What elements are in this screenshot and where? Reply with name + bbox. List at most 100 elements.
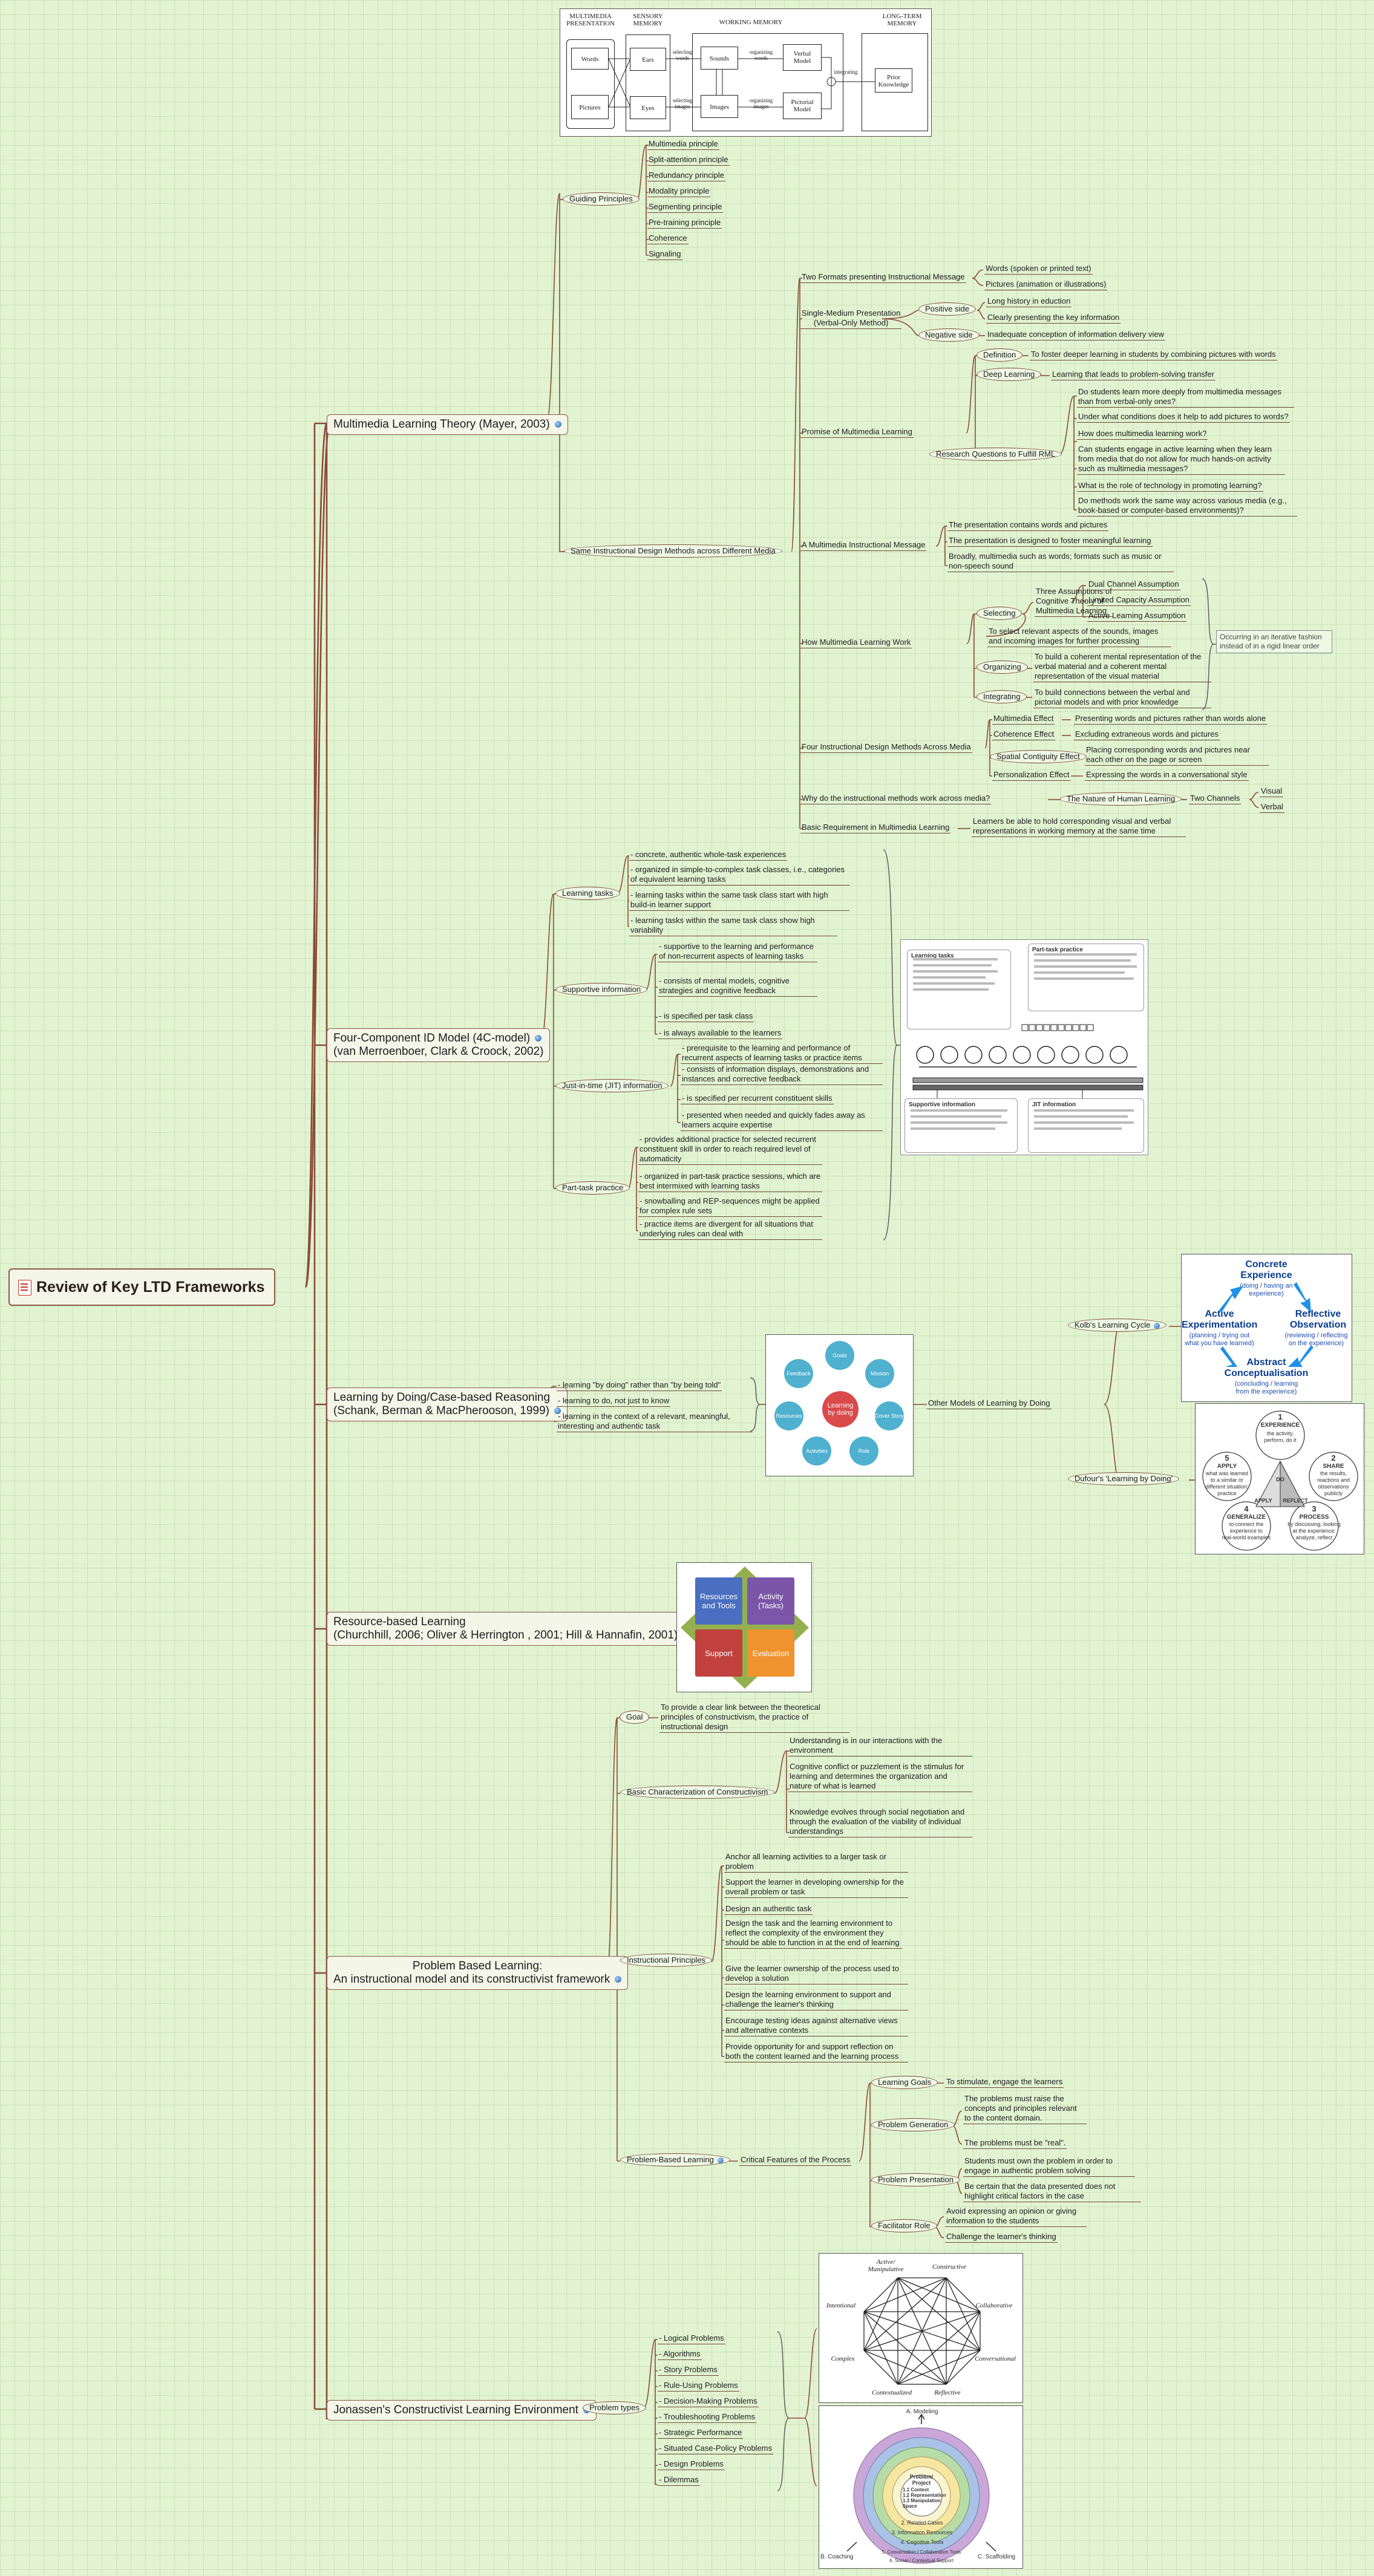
problem-generation-node[interactable]: Problem Generation xyxy=(871,2118,955,2131)
basic-characterization-node[interactable]: Basic Characterization of Constructivism xyxy=(620,1785,775,1799)
four-methods-node[interactable]: Four Instructional Design Methods Across… xyxy=(800,742,972,753)
assumption-item[interactable]: Dual Channel Assumption xyxy=(1087,579,1180,590)
guiding-item[interactable]: Pre-training principle xyxy=(647,218,722,229)
collapse-toggle-icon[interactable] xyxy=(554,421,561,428)
nature-node[interactable]: The Nature of Human Learning xyxy=(1060,792,1182,806)
guiding-item[interactable]: Coherence xyxy=(647,233,689,244)
problem-type-item[interactable]: - Rule-Using Problems xyxy=(658,2381,739,2392)
method-text[interactable]: Placing corresponding words and pictures… xyxy=(1085,745,1269,766)
learning-goals-node[interactable]: Learning Goals xyxy=(871,2076,938,2089)
method-text[interactable]: Excluding extraneous words and pictures xyxy=(1074,729,1220,740)
problem-types-node[interactable]: Problem types xyxy=(583,2401,647,2415)
three-assumptions-node[interactable]: Three Assumptions of Cognitive Theory of… xyxy=(1035,587,1113,617)
part-task-item[interactable]: - provides additional practice for selec… xyxy=(638,1135,822,1165)
principle-item[interactable]: Design the task and the learning environ… xyxy=(724,1919,902,1949)
central-topic[interactable]: Review of Key LTD Frameworks xyxy=(8,1268,276,1306)
problem-type-item[interactable]: - Algorithms xyxy=(658,2349,702,2360)
facilitator-item[interactable]: Avoid expressing an opinion or giving in… xyxy=(945,2206,1087,2227)
problem-type-item[interactable]: - Decision-Making Problems xyxy=(658,2396,759,2407)
basic-requirement-node[interactable]: Basic Requirement in Multimedia Learning xyxy=(800,823,951,833)
problem-generation-item[interactable]: The problems must raise the concepts and… xyxy=(963,2094,1087,2124)
principle-item[interactable]: Give the learner ownership of the proces… xyxy=(724,1964,908,1984)
problem-type-item[interactable]: - Design Problems xyxy=(658,2459,725,2470)
supportive-info-node[interactable]: Supportive information xyxy=(555,983,648,996)
part-task-item[interactable]: - organized in part-task practice sessio… xyxy=(638,1172,822,1192)
organizing-text[interactable]: To build a coherent mental representatio… xyxy=(1033,652,1211,682)
definition-text[interactable]: To foster deeper learning in students by… xyxy=(1030,350,1277,360)
goal-text[interactable]: To provide a clear link between the theo… xyxy=(659,1703,849,1733)
branch-multimedia[interactable]: Multimedia Learning Theory (Mayer, 2003) xyxy=(327,414,568,435)
format-item[interactable]: Pictures (animation or illustrations) xyxy=(984,279,1108,290)
research-questions-node[interactable]: Research Questions to Fulfill RML xyxy=(929,448,1062,461)
jit-item[interactable]: - prerequisite to the learning and perfo… xyxy=(681,1043,883,1064)
assumption-item[interactable]: Active Learning Assumption xyxy=(1087,611,1187,622)
branch-learning-by-doing[interactable]: Learning by Doing/Case-based Reasoning(S… xyxy=(327,1387,568,1421)
method-name[interactable]: Multimedia Effect xyxy=(992,714,1055,725)
single-medium-node[interactable]: Single-Medium Presentation (Verbal-Only … xyxy=(800,308,902,329)
principle-item[interactable]: Design the learning environment to suppo… xyxy=(724,1990,908,2010)
jit-item[interactable]: - presented when needed and quickly fade… xyxy=(681,1110,883,1131)
problem-type-item[interactable]: - Story Problems xyxy=(658,2365,719,2376)
lbd-item[interactable]: - learning to do, not just to know xyxy=(557,1396,671,1407)
guiding-item[interactable]: Split-attention principle xyxy=(647,155,730,166)
guiding-item[interactable]: Segmenting principle xyxy=(647,202,724,213)
instructional-principles-node[interactable]: Instructional Principles xyxy=(620,1954,713,1967)
promise-node[interactable]: Promise of Multimedia Learning xyxy=(800,427,914,438)
positive-item[interactable]: Clearly presenting the key information xyxy=(986,313,1121,324)
guiding-principles-node[interactable]: Guiding Principles xyxy=(563,192,640,206)
supportive-item[interactable]: - consists of mental models, cognitive s… xyxy=(658,976,817,997)
method-text[interactable]: Presenting words and pictures rather tha… xyxy=(1074,714,1268,725)
lbd-item[interactable]: - learning in the context of a relevant,… xyxy=(557,1412,753,1432)
learning-task-item[interactable]: - organized in simple-to-complex task cl… xyxy=(629,865,849,885)
collapse-toggle-icon[interactable] xyxy=(615,1976,622,1983)
deep-learning-node[interactable]: Deep Learning xyxy=(977,368,1042,381)
integrating-node[interactable]: Integrating xyxy=(977,690,1027,703)
problem-type-item[interactable]: - Logical Problems xyxy=(658,2333,725,2344)
integrating-text[interactable]: To build connections between the verbal … xyxy=(1033,688,1211,708)
part-task-node[interactable]: Part-task practice xyxy=(555,1181,630,1195)
learning-task-item[interactable]: - learning tasks within the same task cl… xyxy=(629,890,849,911)
constructivism-item[interactable]: Knowledge evolves through social negotia… xyxy=(788,1807,972,1837)
research-question[interactable]: Under what conditions does it help to ad… xyxy=(1077,412,1290,423)
principle-item[interactable]: Design an authentic task xyxy=(724,1904,813,1915)
collapse-toggle-icon[interactable] xyxy=(554,1407,561,1415)
principle-item[interactable]: Anchor all learning activities to a larg… xyxy=(724,1852,908,1873)
why-node[interactable]: Why do the instructional methods work ac… xyxy=(800,794,992,804)
method-name[interactable]: Coherence Effect xyxy=(992,729,1056,740)
negative-item[interactable]: Inadequate conception of information del… xyxy=(986,330,1165,341)
research-question[interactable]: How does multimedia learning work? xyxy=(1077,429,1208,440)
research-question[interactable]: Do methods work the same way across vari… xyxy=(1077,496,1297,517)
constructivism-item[interactable]: Understanding is in our interactions wit… xyxy=(788,1736,972,1756)
research-question[interactable]: Can students engage in active learning w… xyxy=(1077,445,1285,475)
collapse-toggle-icon[interactable] xyxy=(535,1035,542,1042)
branch-problem-based[interactable]: Problem Based Learning:An instructional … xyxy=(327,1956,629,1990)
mim-item[interactable]: The presentation contains words and pict… xyxy=(947,520,1109,531)
mim-item[interactable]: Broadly, multimedia such as words; forma… xyxy=(947,552,1174,572)
guiding-item[interactable]: Multimedia principle xyxy=(647,139,719,150)
mim-item[interactable]: The presentation is designed to foster m… xyxy=(947,536,1153,547)
two-formats-node[interactable]: Two Formats presenting Instructional Mes… xyxy=(800,272,966,283)
supportive-item[interactable]: - is specified per task class xyxy=(658,1011,754,1022)
constructivism-item[interactable]: Cognitive conflict or puzzlement is the … xyxy=(788,1762,972,1792)
method-name[interactable]: Spatial Contiguity Effect xyxy=(990,750,1087,763)
supportive-item[interactable]: - supportive to the learning and perform… xyxy=(658,942,817,962)
problem-type-item[interactable]: - Strategic Performance xyxy=(658,2428,744,2439)
pbl-node[interactable]: Problem-Based Learning xyxy=(620,2153,730,2167)
problem-presentation-item[interactable]: Be certain that the data presented does … xyxy=(963,2182,1141,2202)
two-channels-node[interactable]: Two Channels xyxy=(1189,794,1242,804)
branch-resource-based[interactable]: Resource-based Learning(Churchhill, 2006… xyxy=(327,1612,696,1646)
deep-learning-text[interactable]: Learning that leads to problem-solving t… xyxy=(1051,370,1216,380)
method-text[interactable]: Expressing the words in a conversational… xyxy=(1085,770,1249,781)
critical-features-node[interactable]: Critical Features of the Process xyxy=(739,2155,852,2166)
selecting-text[interactable]: To select relevant aspects of the sounds… xyxy=(987,627,1171,647)
selecting-node[interactable]: Selecting xyxy=(977,607,1022,620)
lbd-item[interactable]: - learning "by doing" rather than "by be… xyxy=(557,1380,722,1391)
problem-type-item[interactable]: - Situated Case-Policy Problems xyxy=(658,2444,774,2454)
jit-item[interactable]: - is specified per recurrent constituent… xyxy=(681,1094,834,1104)
branch-jonassen[interactable]: Jonassen's Constructivist Learning Envir… xyxy=(327,2400,597,2421)
problem-presentation-item[interactable]: Students must own the problem in order t… xyxy=(963,2156,1135,2177)
problem-type-item[interactable]: - Troubleshooting Problems xyxy=(658,2412,756,2423)
jit-node[interactable]: Just-in-time (JIT) information xyxy=(555,1079,669,1092)
learning-tasks-node[interactable]: Learning tasks xyxy=(555,887,620,900)
mim-node[interactable]: A Multimedia Instructional Message xyxy=(800,540,927,551)
